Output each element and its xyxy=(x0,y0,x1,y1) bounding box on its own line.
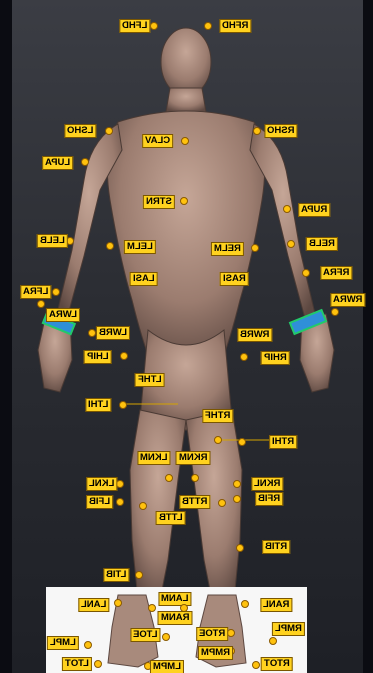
marker-label-rtot: RTOT xyxy=(261,657,293,671)
marker-dot-rhip xyxy=(240,353,248,361)
marker-label-lwra: LWRA xyxy=(46,308,80,322)
marker-dot-rttb xyxy=(218,499,226,507)
marker-dot-clav xyxy=(181,137,189,145)
marker-label-ltoe: LTOE xyxy=(130,628,160,642)
arm-left-side xyxy=(56,124,122,322)
marker-label-rmpl: RMPL xyxy=(272,622,305,636)
marker-dot-lfib xyxy=(116,498,124,506)
marker-dot-lwrb xyxy=(88,329,96,337)
marker-dot-lthi xyxy=(119,401,127,409)
marker-label-lelb: LELB xyxy=(37,234,68,248)
marker-dot-rsho xyxy=(253,127,261,135)
marker-dot-rknl xyxy=(233,480,241,488)
marker-dot-rmpl xyxy=(269,637,277,645)
marker-label-rknl: RKNL xyxy=(251,477,283,491)
marker-dot-rfhd xyxy=(204,22,212,30)
marker-label-lfra: LFRA xyxy=(20,285,51,299)
marker-label-lknm: LKNM xyxy=(137,451,170,465)
marker-dot-lhip xyxy=(120,352,128,360)
marker-label-lhip: LHIP xyxy=(84,350,112,364)
marker-label-rupa: RUPA xyxy=(298,203,330,217)
marker-dot-lanl xyxy=(114,599,122,607)
marker-label-rknm: RKNM xyxy=(176,451,211,465)
marker-label-lthi: LTHI xyxy=(85,398,111,412)
marker-dot-lttb xyxy=(139,502,147,510)
marker-label-relm: RELM xyxy=(211,242,244,256)
marker-label-rfhd: RFHD xyxy=(219,19,251,33)
marker-dot-rwra xyxy=(331,308,339,316)
marker-dot-lmpl xyxy=(84,641,92,649)
marker-label-ltib: LTIB xyxy=(103,568,129,582)
marker-label-lanl: LANL xyxy=(78,598,109,612)
marker-label-rhip: RHIP xyxy=(261,351,290,365)
marker-label-clav: CLAV xyxy=(142,134,173,148)
marker-label-rtoe: RTOE xyxy=(196,627,228,641)
marker-dot-relb xyxy=(287,240,295,248)
marker-dot-lwra xyxy=(37,300,45,308)
marker-label-rsho: RSHO xyxy=(264,124,297,138)
marker-dot-lupa xyxy=(81,158,89,166)
marker-label-lmpm: LMPM xyxy=(150,660,184,673)
marker-dot-rthf xyxy=(214,436,222,444)
marker-dot-relm xyxy=(251,244,259,252)
marker-label-lasi: LASI xyxy=(130,272,158,286)
marker-dot-rknm xyxy=(191,474,199,482)
torso xyxy=(107,111,264,360)
neck xyxy=(166,88,206,112)
marker-label-lwrb: LWRB xyxy=(96,326,130,340)
marker-label-rttb: RTTB xyxy=(179,495,210,509)
marker-label-lthf: LTHF xyxy=(135,373,165,387)
marker-label-ltot: LTOT xyxy=(62,657,92,671)
marker-label-lknl: LKNL xyxy=(86,477,117,491)
marker-dot-ltib xyxy=(135,571,143,579)
marker-label-relb: RELB xyxy=(306,237,338,251)
marker-label-rfra: RFRA xyxy=(320,266,352,280)
marker-label-rtib: RTIB xyxy=(262,540,290,554)
marker-dot-ltot xyxy=(94,660,102,668)
head xyxy=(161,28,211,96)
arm-right-side xyxy=(250,124,316,322)
marker-label-rwra: RWRA xyxy=(330,293,365,307)
marker-dot-rupa xyxy=(283,205,291,213)
marker-dot-rfra xyxy=(302,269,310,277)
marker-label-ranl: RANL xyxy=(260,598,292,612)
marker-label-rasi: RASI xyxy=(220,272,249,286)
marker-label-strn: STRN xyxy=(143,195,175,209)
marker-dot-ltoe xyxy=(162,633,170,641)
marker-dot-rtot xyxy=(252,661,260,669)
marker-label-lelm: LELM xyxy=(124,240,156,254)
marker-dot-lknm xyxy=(165,474,173,482)
marker-label-ranm: RANM xyxy=(158,611,193,625)
marker-dot-rfib xyxy=(233,495,241,503)
marker-label-rmpm: RMPM xyxy=(198,646,233,660)
marker-dot-rtib xyxy=(236,544,244,552)
marker-label-lfib: LFIB xyxy=(86,495,113,509)
marker-label-rwrb: RWRB xyxy=(237,328,272,342)
marker-label-rthf: RTHF xyxy=(202,409,233,423)
marker-label-lupa: LUPA xyxy=(42,156,73,170)
marker-label-rfib: RFIB xyxy=(255,492,283,506)
marker-dot-lanm xyxy=(148,604,156,612)
marker-label-lttb: LTTB xyxy=(156,511,186,525)
marker-dot-ranl xyxy=(241,600,249,608)
marker-dot-lelm xyxy=(106,242,114,250)
marker-label-lmpl: LMPL xyxy=(47,636,79,650)
marker-label-rthi: RTHI xyxy=(269,435,297,449)
marker-dot-lfra xyxy=(52,288,60,296)
marker-label-lsho: LSHO xyxy=(64,124,96,138)
marker-dot-rthi xyxy=(238,438,246,446)
marker-label-lfhd: LFHD xyxy=(119,19,150,33)
marker-dot-lfhd xyxy=(150,22,158,30)
marker-dot-lsho xyxy=(105,127,113,135)
marker-dot-strn xyxy=(180,197,188,205)
